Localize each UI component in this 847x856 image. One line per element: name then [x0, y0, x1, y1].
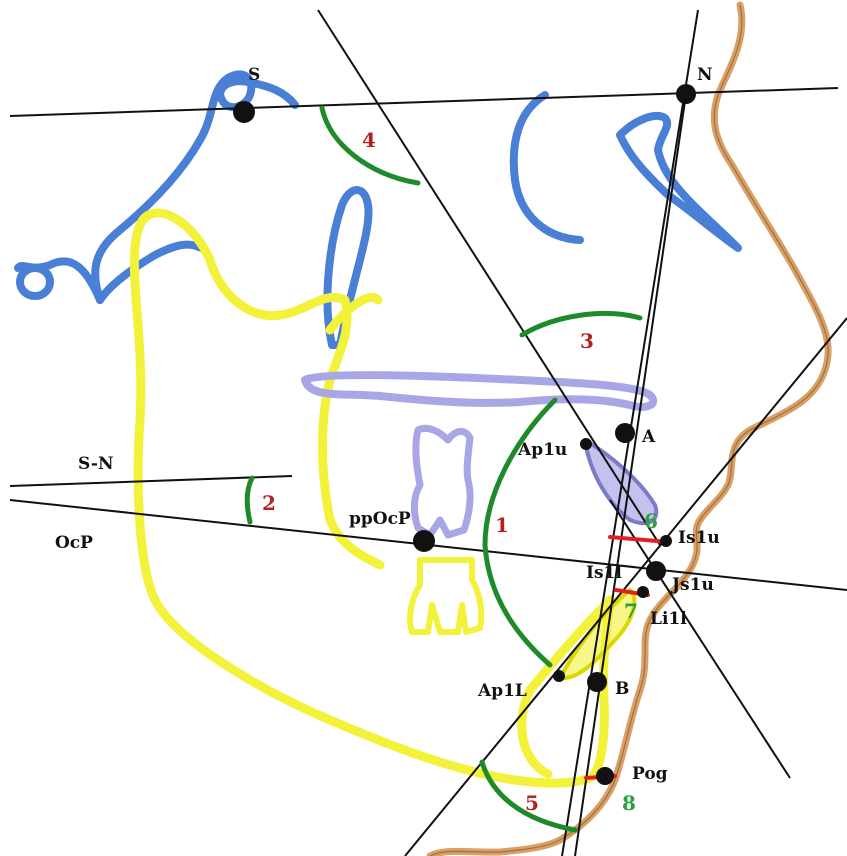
- ramus-coronoid: [205, 255, 385, 570]
- mandible-outline: [129, 208, 615, 788]
- label-ocp-plane: OcP: [55, 533, 93, 553]
- angle-number-6: 6: [644, 509, 658, 533]
- landmark-points: [233, 84, 696, 785]
- angle-number-8: 8: [622, 791, 636, 815]
- pterygomaxillary-loop: [323, 186, 373, 349]
- angle-number-4: 4: [362, 128, 376, 152]
- label-ppocp: ppOcP: [349, 509, 411, 529]
- upper-incisor-axis-line: [317, 9, 661, 546]
- red-marker-6: [608, 535, 670, 544]
- lower-incisor-axis-line: [609, 499, 791, 779]
- angle-number-2: 2: [262, 491, 276, 515]
- point-b: [587, 672, 607, 692]
- point-s: [233, 101, 255, 123]
- cranial-base-outline: [14, 70, 299, 304]
- label-s: S: [248, 65, 260, 85]
- sn-plane-line: [9, 87, 839, 117]
- angle-arc-5: [479, 759, 578, 833]
- point-n: [676, 84, 696, 104]
- label-pog: Pog: [632, 764, 668, 784]
- nasal-bone-outline: [616, 112, 742, 252]
- label-ap1l: Ap1L: [477, 681, 527, 701]
- lower-molar: [407, 557, 485, 635]
- palate-outline: [301, 371, 658, 411]
- upper-molar: [410, 424, 474, 539]
- label-sn-plane: S-N: [78, 454, 114, 474]
- label-is1u: Is1u: [678, 528, 720, 548]
- point-is1u: [660, 535, 672, 547]
- angle-arc-2: [244, 475, 255, 525]
- angle-number-5: 5: [525, 791, 539, 815]
- angle-arc-3: [519, 311, 643, 338]
- label-li1l: Li1l: [650, 609, 687, 629]
- sn-reference-short: [9, 475, 293, 487]
- label-js1u: Js1u: [670, 575, 714, 595]
- n-b-line: [574, 93, 687, 856]
- point-ppocp: [413, 530, 435, 552]
- point-ap1u: [580, 438, 592, 450]
- angle-arcs: [244, 105, 643, 833]
- angle-number-1: 1: [495, 513, 509, 537]
- label-b: B: [615, 679, 629, 699]
- point-ap1l: [553, 670, 565, 682]
- angle-number-7: 7: [624, 599, 638, 623]
- label-is1l: Is1l: [586, 563, 622, 583]
- angle-number-3: 3: [580, 329, 594, 353]
- orbit-ring: [16, 264, 54, 300]
- e-line: [404, 317, 847, 856]
- label-ap1u: Ap1u: [517, 440, 567, 460]
- point-a: [615, 423, 635, 443]
- point-js1u: [646, 561, 666, 581]
- label-a: A: [641, 427, 656, 447]
- angle-arc-4: [319, 105, 421, 186]
- angle-arc-1: [482, 397, 558, 668]
- orbit-curve: [509, 91, 584, 244]
- point-li1l: [637, 586, 649, 598]
- label-n: N: [697, 65, 713, 85]
- point-pog: [596, 767, 614, 785]
